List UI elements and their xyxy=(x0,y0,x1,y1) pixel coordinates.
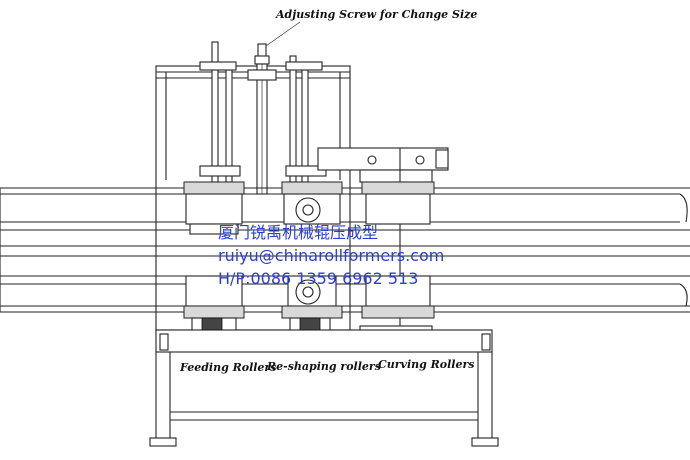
curving-rollers-label: Curving Rollers xyxy=(378,358,474,371)
strip-rails xyxy=(0,187,690,313)
watermark-email: ruiyu@chinarollformers.com xyxy=(218,246,444,265)
watermark-company: 厦门锐禹机械辊压成型 xyxy=(218,223,378,242)
curving-top-plate xyxy=(317,147,449,330)
adjusting-screw-label: Adjusting Screw for Change Size xyxy=(275,8,477,21)
reshaping-rollers-label: Re-shaping rollers xyxy=(266,360,381,373)
watermark-phone: H/P:0086 1359 6962 513 xyxy=(218,269,418,288)
feeding-rollers-label: Feeding Rollers xyxy=(179,361,276,374)
feeding-rollers xyxy=(183,181,245,333)
base-stand xyxy=(149,329,499,447)
adjusting-screw-leader xyxy=(265,21,301,47)
adjusting-screw xyxy=(254,43,270,195)
watermark: 厦门锐禹机械辊压成型 ruiyu@chinarollformers.com H/… xyxy=(218,223,444,288)
